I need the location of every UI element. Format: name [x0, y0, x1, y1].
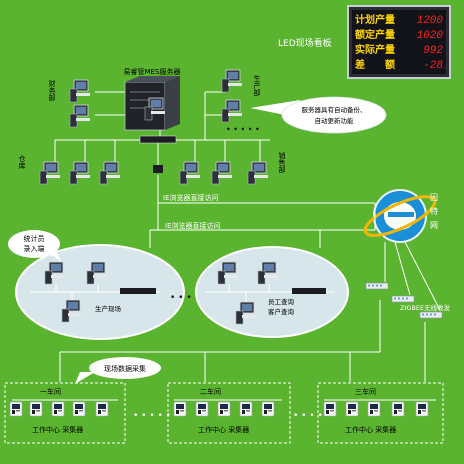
production-site-label: 生产现场 — [95, 304, 122, 313]
stats-callout — [8, 230, 62, 262]
led-value-rated: 1020 — [417, 30, 444, 42]
led-label-rated: 额定产量 — [355, 28, 395, 41]
production-pc-2 — [221, 99, 243, 123]
zigbee-label: ZIGBEE无线收发 — [400, 303, 451, 312]
router-icon — [139, 135, 177, 144]
warehouse-pc-2 — [69, 161, 91, 185]
stats-callout-line2: 录入端 — [24, 244, 45, 253]
internet-char-1: 因 — [430, 193, 438, 202]
dept-sales-label: 销售部 — [278, 151, 286, 174]
internet-links — [59, 203, 441, 382]
server-callout-line2: 自动更新功能 — [315, 116, 355, 125]
workshop-3 — [317, 382, 444, 444]
stats-callout-line1: 统计员 — [24, 234, 45, 243]
finance-pc-1 — [69, 79, 91, 103]
customer-query-label: 客户查询 — [268, 307, 295, 316]
workshop-3-label: 工作中心 采集器 — [345, 425, 396, 434]
sales-pc-3 — [247, 161, 269, 185]
internet-char-2: 特 — [430, 206, 438, 216]
sales-pc-1 — [179, 161, 201, 185]
finance-pc-2 — [69, 104, 91, 128]
workshop-ellipsis-2: • • • • • — [293, 411, 331, 421]
server-label: 易睿管MES服务器 — [124, 67, 181, 76]
staff-query-label: 员工查询 — [268, 297, 295, 306]
led-value-actual: 992 — [423, 45, 443, 57]
workshop-3-name: 三车间 — [355, 387, 376, 396]
led-value-difference: -28 — [423, 60, 443, 72]
switch-icon — [153, 165, 163, 173]
workshop-1-name: 一车间 — [40, 387, 61, 396]
site-ellipsis: • • • • • — [170, 293, 208, 303]
ie-access-label-top: IE浏览器直接访问 — [163, 193, 219, 202]
server-callout-line1: 服务器具有自动备份、 — [302, 105, 367, 114]
led-label-planned: 计划产量 — [355, 13, 395, 26]
field-data-label: 现场数据采集 — [104, 364, 146, 373]
led-value-planned: 1200 — [417, 15, 444, 27]
led-label-difference: 差 额 — [355, 58, 395, 71]
dept-finance-label: 财务部 — [48, 79, 56, 102]
ie-access-label-mid: IE浏览器直接访问 — [165, 221, 221, 230]
production-ellipsis: • • • • • — [226, 125, 260, 134]
zigbee-hub-3 — [419, 311, 443, 319]
workshop-2-name: 二车间 — [200, 387, 221, 396]
led-board-caption: LED现场看板 — [278, 37, 332, 49]
dept-warehouse-label: 仓库 — [18, 154, 26, 170]
workshop-1 — [4, 382, 126, 444]
workshop-ellipsis-1: • • • • • — [133, 411, 171, 421]
internet-char-3: 网 — [430, 221, 438, 230]
zigbee-hub-1 — [365, 282, 389, 290]
led-label-actual: 实际产量 — [355, 43, 395, 56]
workshop-1-label: 工作中心 采集器 — [32, 425, 83, 434]
internet-ie-icon — [363, 189, 437, 243]
server-network — [54, 91, 375, 231]
dept-production-label: 生产部 — [253, 74, 261, 97]
production-pc-1 — [221, 69, 243, 93]
led-board — [347, 5, 451, 79]
warehouse-pc-3 — [99, 161, 121, 185]
sales-pc-2 — [211, 161, 233, 185]
workshop-2 — [167, 382, 291, 444]
server-callout — [250, 96, 387, 134]
field-data-callout — [75, 357, 161, 384]
workshop-2-label: 工作中心 采集器 — [198, 425, 249, 434]
site-network-left — [15, 244, 185, 340]
warehouse-pc-1 — [39, 161, 61, 185]
site-network-right — [195, 246, 349, 338]
zigbee-hub-2 — [391, 295, 415, 303]
mes-server — [124, 76, 180, 131]
